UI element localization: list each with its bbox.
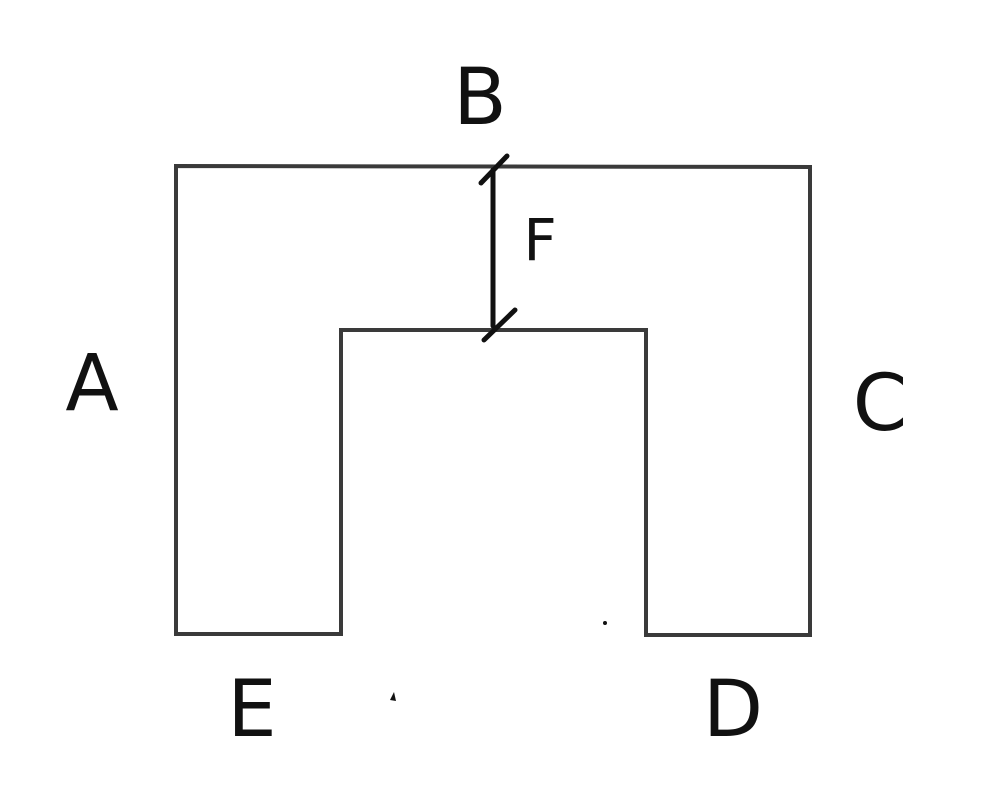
dimension-tick-top bbox=[478, 153, 510, 186]
dimension-tick-bottom bbox=[481, 307, 518, 343]
label-b: B bbox=[453, 53, 507, 143]
label-f: F bbox=[523, 206, 556, 274]
label-e: E bbox=[227, 665, 276, 755]
label-c: C bbox=[853, 359, 907, 449]
speck-mark bbox=[390, 692, 396, 701]
label-a: A bbox=[65, 339, 118, 429]
speck-mark bbox=[603, 621, 607, 625]
label-d: D bbox=[703, 665, 763, 755]
u-shape-outline bbox=[174, 163, 812, 637]
